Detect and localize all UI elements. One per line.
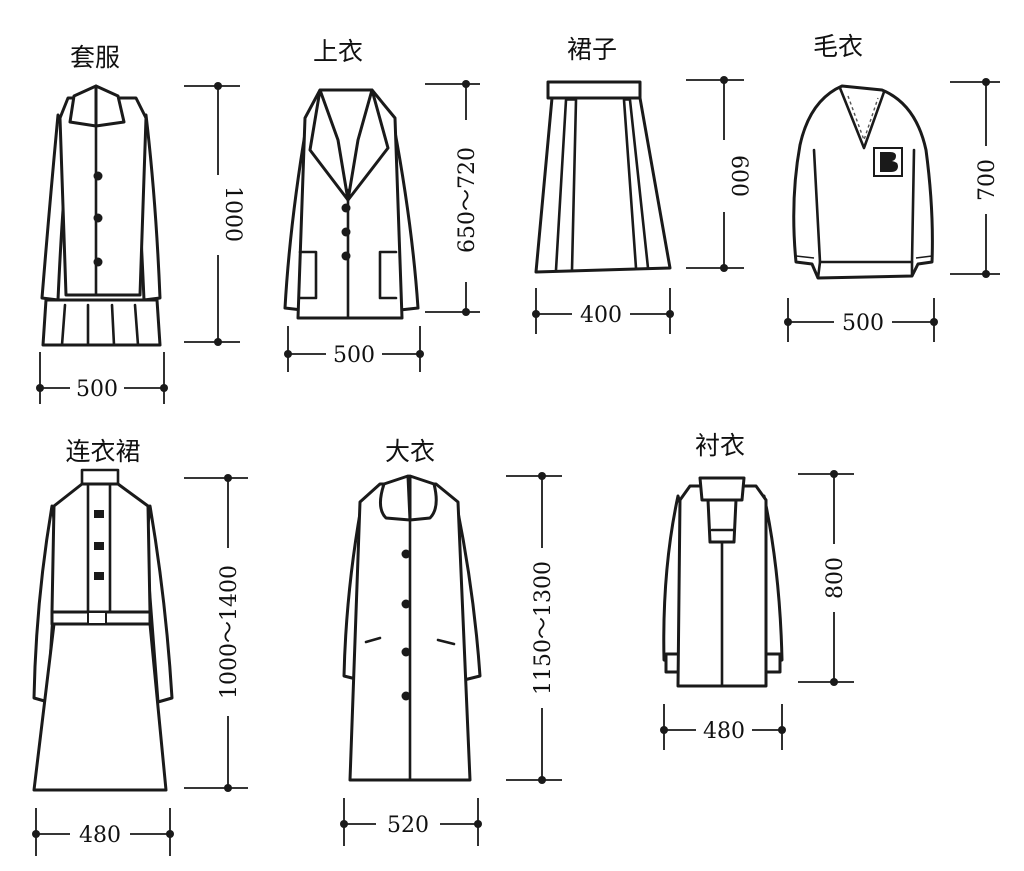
shirt-width-dim: 480 xyxy=(660,704,786,750)
skirt-drawing xyxy=(534,80,672,274)
skirt-width-label: 400 xyxy=(580,303,622,328)
skirt-group: 裙子 600 400 xyxy=(532,35,751,334)
jacket-group: 上衣 650～720 xyxy=(283,37,480,372)
shirt-group: 衬衣 800 480 xyxy=(660,431,854,750)
jacket-width-dim: 500 xyxy=(284,326,424,372)
sweater-width-dim: 500 xyxy=(784,298,938,342)
dress-width-label: 480 xyxy=(79,823,121,848)
suit-height-label: 1000 xyxy=(220,186,245,242)
dress-height-dim: 1000～1400 xyxy=(184,474,248,792)
jacket-title: 上衣 xyxy=(313,37,363,66)
suit-width-label: 500 xyxy=(76,377,118,402)
suit-drawing xyxy=(40,84,162,347)
shirt-width-label: 480 xyxy=(703,719,745,744)
sweater-title: 毛衣 xyxy=(813,32,863,61)
dress-width-dim: 480 xyxy=(32,808,174,856)
shirt-drawing xyxy=(662,476,784,688)
sweater-width-label: 500 xyxy=(842,311,884,336)
skirt-width-dim: 400 xyxy=(532,288,674,334)
sweater-group: 毛衣 700 500 xyxy=(784,32,1000,342)
jacket-height-label: 650～720 xyxy=(455,147,480,253)
sweater-height-dim: 700 xyxy=(950,78,1000,278)
dress-height-label: 1000～1400 xyxy=(217,565,242,699)
sweater-drawing xyxy=(792,84,934,280)
shirt-height-dim: 800 xyxy=(798,470,854,686)
skirt-height-dim: 600 xyxy=(686,76,751,272)
dress-group: 连衣裙 1000～1400 xyxy=(32,437,248,856)
skirt-title: 裙子 xyxy=(567,35,617,64)
coat-width-label: 520 xyxy=(387,813,429,838)
coat-height-dim: 1150～1300 xyxy=(506,472,562,784)
dress-title: 连衣裙 xyxy=(65,437,140,466)
shirt-title: 衬衣 xyxy=(695,431,745,460)
jacket-drawing xyxy=(283,88,420,320)
coat-height-label: 1150～1300 xyxy=(531,561,556,695)
coat-group: 大衣 1150～1300 xyxy=(340,437,562,846)
coat-width-dim: 520 xyxy=(340,798,482,846)
jacket-width-label: 500 xyxy=(333,343,375,368)
jacket-height-dim: 650～720 xyxy=(425,80,480,316)
coat-drawing xyxy=(342,474,482,782)
suit-height-dim: 1000 xyxy=(184,82,245,346)
dress-drawing xyxy=(32,468,174,792)
suit-title: 套服 xyxy=(70,43,120,72)
coat-title: 大衣 xyxy=(385,437,435,466)
suit-group: 套服 1000 xyxy=(36,43,245,404)
sweater-height-label: 700 xyxy=(975,159,1000,201)
shirt-height-label: 800 xyxy=(823,557,848,599)
suit-width-dim: 500 xyxy=(36,352,168,404)
skirt-height-label: 600 xyxy=(726,155,751,197)
